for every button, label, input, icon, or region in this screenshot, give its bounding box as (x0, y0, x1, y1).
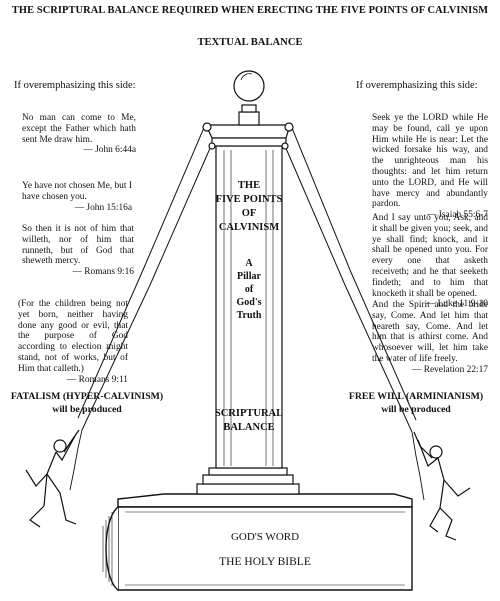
left-verse-4-text: (For the children being not yet born, ne… (18, 299, 128, 374)
left-result-title: FATALISM (HYPER-CALVINISM) (10, 391, 164, 402)
page-title: THE SCRIPTURAL BALANCE REQUIRED WHEN ERE… (11, 5, 489, 16)
right-verse-3: And the Spirit and the bride say, Come. … (372, 300, 488, 376)
left-verse-4-ref: — Romans 9:11 (66, 374, 128, 385)
pillar-base-2: BALANCE (223, 422, 275, 433)
left-verse-4: (For the children being not yet born, ne… (18, 299, 128, 385)
left-verse-1-ref: — John 6:44a (83, 145, 136, 156)
right-verse-2-ref: — Luke 11:9-10 (425, 299, 488, 310)
pillar-line-2: FIVE POINTS (215, 194, 283, 205)
right-result-title: FREE WILL (ARMINIANISM) (348, 391, 484, 402)
left-verse-1-text: No man can come to Me, except the Father… (22, 113, 136, 145)
right-verse-3-text: And the Spirit and the bride say, Come. … (372, 300, 488, 364)
right-verse-1-text: Seek ye the LORD while He may be found, … (372, 113, 488, 210)
rope-lines (77, 122, 417, 433)
right-verse-2: And I say unto you, Ask, and it shall be… (372, 213, 488, 310)
right-verse-1-ref: — Isaiah 55:6-7 (427, 210, 488, 221)
textual-balance-label: TEXTUAL BALANCE (197, 37, 303, 48)
left-figure-icon (25, 429, 83, 528)
pillar-sub-5: Truth (236, 310, 262, 321)
pillar-line-3: OF (241, 208, 257, 219)
pillar-base-1: SCRIPTURAL (214, 408, 284, 419)
left-verse-2-ref: — John 15:16a (74, 202, 132, 213)
left-verse-3-text: So then it is not of him that willeth, n… (22, 224, 134, 267)
right-verse-1: Seek ye the LORD while He may be found, … (372, 113, 488, 221)
left-verse-2: Ye have not chosen Me, but I have chosen… (22, 181, 132, 213)
bible-line-2: THE HOLY BIBLE (219, 556, 311, 568)
bible-line-1: GOD'S WORD (230, 531, 300, 543)
pillar-flutes (223, 150, 274, 466)
right-figure-icon (411, 431, 471, 541)
left-verse-2-text: Ye have not chosen Me, but I have chosen… (22, 181, 132, 202)
right-result-sub: will be produced (381, 404, 451, 415)
bible-book (102, 493, 413, 591)
right-verse-2-text: And I say unto you, Ask, and it shall be… (372, 213, 488, 299)
pillar-base (196, 467, 300, 495)
left-verse-3-ref: — Romans 9:16 (72, 267, 134, 278)
pillar-sub-1: A (245, 258, 253, 269)
pillar-sub-4: God's (236, 297, 262, 308)
pillar-sub-2: Pillar (237, 271, 261, 282)
left-verse-1: No man can come to Me, except the Father… (22, 113, 136, 156)
pillar-shaft (215, 145, 283, 469)
left-result-sub: will be produced (52, 404, 122, 415)
pillar-sub-3: of (244, 284, 254, 295)
left-warning: If overemphasizing this side: (14, 80, 136, 91)
pillar-line-4: CALVINISM (218, 222, 280, 233)
pillar-line-1: THE (237, 180, 261, 191)
left-verse-3: So then it is not of him that willeth, n… (22, 224, 134, 278)
right-warning: If overemphasizing this side: (356, 80, 478, 91)
right-verse-3-ref: — Revelation 22:17 (411, 364, 488, 375)
pillar-capital (202, 70, 294, 150)
